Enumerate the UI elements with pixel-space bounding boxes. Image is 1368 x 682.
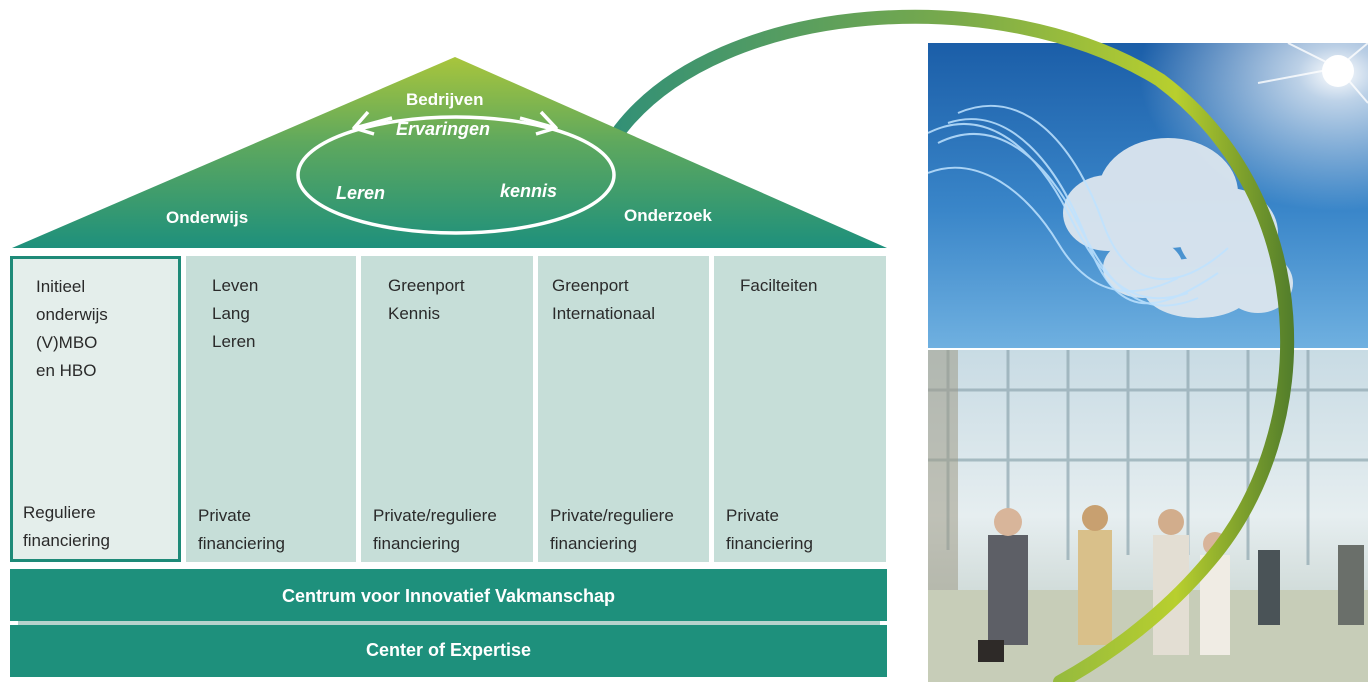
roof-top-title: Bedrijven	[406, 90, 484, 109]
atrium-photo	[928, 350, 1368, 682]
pillar-title: Facilteiten	[740, 276, 818, 295]
pillar-funding: Private/reguliere financiering	[550, 506, 674, 553]
sky-photo	[928, 43, 1368, 348]
roof-left-label: Onderwijs	[166, 208, 249, 227]
base-center-of-expertise: Center of Expertise	[10, 625, 887, 677]
base-centrum: Centrum voor Innovatief Vakmanschap	[10, 569, 887, 621]
pillar-faciliteiten: Facilteiten Private financiering	[714, 256, 886, 562]
cycle-label-left: Leren	[336, 183, 386, 203]
cycle-label-right: kennis	[500, 181, 558, 201]
roof-top-subtitle: Ervaringen	[396, 119, 491, 139]
roof-right-label: Onderzoek	[624, 206, 712, 225]
roof	[12, 57, 887, 248]
pillar-initieel-onderwijs: Initieel onderwijs (V)MBO en HBO Regulie…	[10, 256, 181, 562]
pillar-funding: Private financiering	[726, 506, 813, 553]
pillar-title: Leven Lang Leren	[212, 276, 259, 351]
pillar-title: Greenport Kennis	[388, 276, 465, 323]
pillar-title: Greenport Internationaal	[552, 276, 656, 323]
pillar-greenport-internationaal: Greenport Internationaal Private/regulie…	[538, 256, 709, 562]
pillar-title: Initieel onderwijs (V)MBO en HBO	[36, 277, 108, 380]
pillar-greenport-kennis: Greenport Kennis Private/reguliere finan…	[361, 256, 533, 562]
pillar-funding: Reguliere financiering	[23, 503, 110, 550]
pillar-funding: Private/reguliere financiering	[373, 506, 497, 553]
pillar-leven-lang-leren: Leven Lang Leren Private financiering	[186, 256, 356, 562]
pillar-funding: Private financiering	[198, 506, 285, 553]
base-divider	[18, 621, 880, 625]
